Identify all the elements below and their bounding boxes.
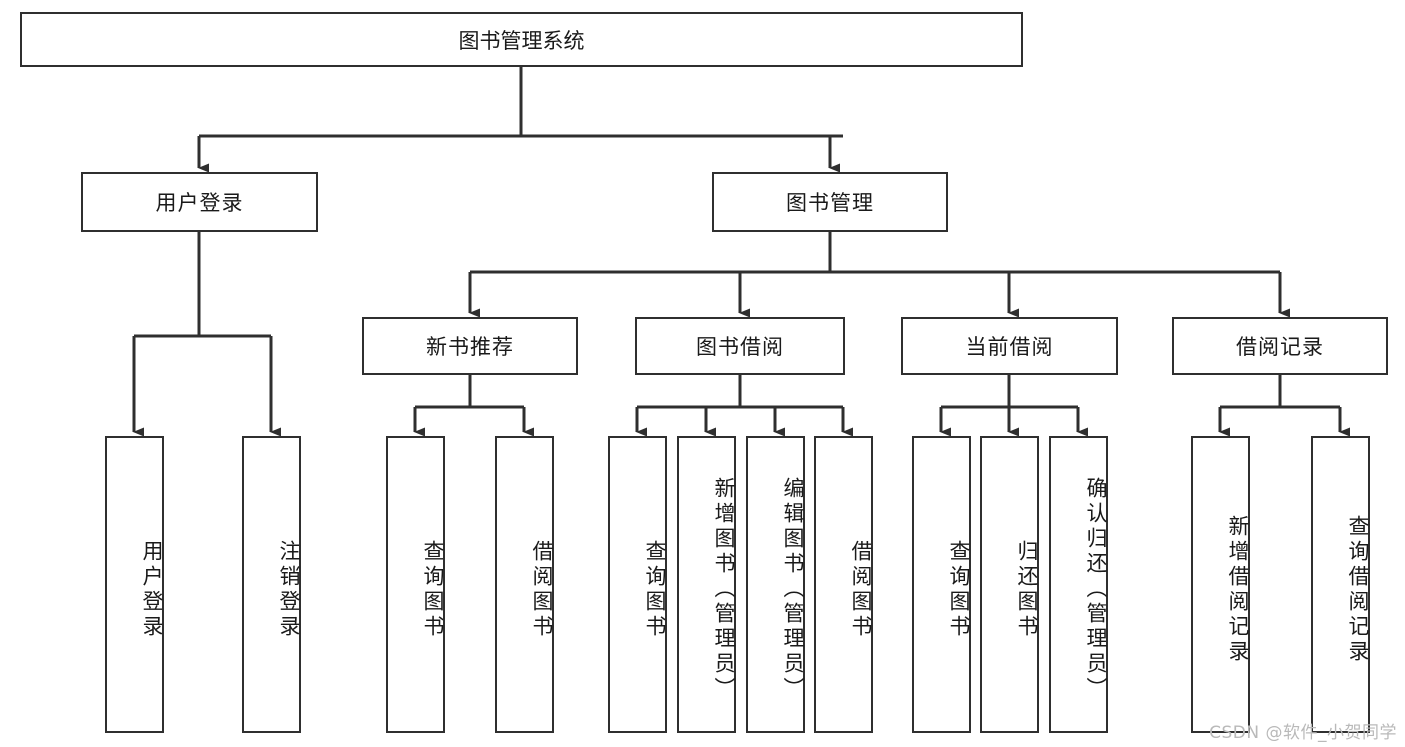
- node-label: 查询图书: [947, 539, 971, 640]
- leaf-query-book-rec[interactable]: 查询图书: [386, 436, 445, 733]
- node-label: 编辑图书（管理员）: [781, 477, 805, 702]
- leaf-query-borrow-record[interactable]: 查询借阅记录: [1311, 436, 1370, 733]
- leaf-add-borrow-record[interactable]: 新增借阅记录: [1191, 436, 1250, 733]
- watermark: CSDN @软件_小贺同学: [1209, 723, 1397, 743]
- node-label: 新增借阅记录: [1226, 514, 1250, 665]
- node-label: 新书推荐: [426, 335, 514, 359]
- node-label: 用户登录: [140, 539, 164, 640]
- leaf-logout[interactable]: 注销登录: [242, 436, 301, 733]
- node-label: 归还图书: [1015, 539, 1039, 640]
- node-current-borrow[interactable]: 当前借阅: [901, 317, 1118, 375]
- node-label: 查询图书: [421, 539, 445, 640]
- node-label: 当前借阅: [965, 335, 1054, 359]
- leaf-query-book-borrow[interactable]: 查询图书: [608, 436, 667, 733]
- leaf-borrow-book-rec[interactable]: 借阅图书: [495, 436, 554, 733]
- leaf-user-login[interactable]: 用户登录: [105, 436, 164, 733]
- node-label: 借阅记录: [1236, 335, 1324, 359]
- leaf-confirm-return-admin[interactable]: 确认归还（管理员）: [1049, 436, 1108, 733]
- leaf-add-book-admin[interactable]: 新增图书（管理员）: [677, 436, 736, 733]
- node-book-management[interactable]: 图书管理: [712, 172, 948, 232]
- node-label: 图书借阅: [696, 335, 784, 359]
- node-root-system[interactable]: 图书管理系统: [20, 12, 1023, 67]
- node-label: 确认归还（管理员）: [1084, 477, 1108, 702]
- node-label: 查询借阅记录: [1346, 514, 1370, 665]
- node-label: 借阅图书: [530, 539, 554, 640]
- leaf-borrow-book[interactable]: 借阅图书: [814, 436, 873, 733]
- node-label: 图书管理: [786, 191, 874, 215]
- leaf-query-book-current[interactable]: 查询图书: [912, 436, 971, 733]
- leaf-edit-book-admin[interactable]: 编辑图书（管理员）: [746, 436, 805, 733]
- node-label: 图书管理系统: [458, 28, 585, 53]
- node-label: 新增图书（管理员）: [712, 477, 736, 702]
- node-book-borrow[interactable]: 图书借阅: [635, 317, 845, 375]
- node-label: 借阅图书: [849, 539, 873, 640]
- node-user-login[interactable]: 用户登录: [81, 172, 318, 232]
- node-label: 用户登录: [155, 191, 244, 215]
- node-new-book-recommend[interactable]: 新书推荐: [362, 317, 578, 375]
- node-label: 注销登录: [277, 539, 301, 640]
- node-borrow-record[interactable]: 借阅记录: [1172, 317, 1388, 375]
- node-label: 查询图书: [643, 539, 667, 640]
- leaf-return-book[interactable]: 归还图书: [980, 436, 1039, 733]
